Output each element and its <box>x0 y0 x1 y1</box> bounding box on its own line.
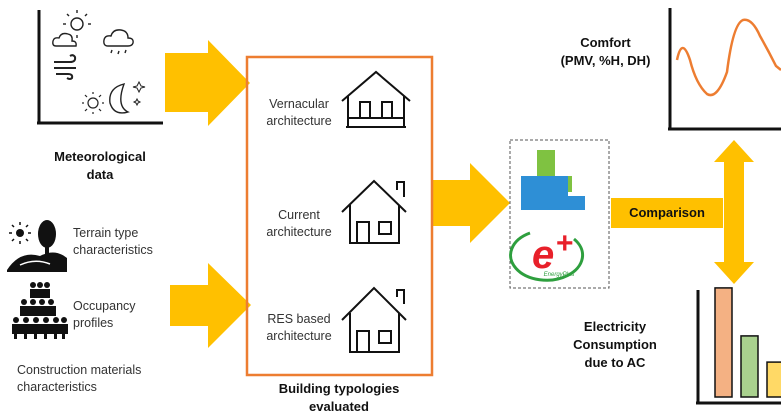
electricity-bar-3 <box>766 361 781 398</box>
comfort-chart-frame <box>668 8 781 131</box>
electricity-bar-1 <box>714 287 733 398</box>
materials-label: Construction materials characteristics <box>17 363 142 394</box>
house-current-icon <box>341 179 407 244</box>
meteorological-frame <box>37 10 163 125</box>
double-arrow-vertical <box>714 140 754 284</box>
energyplus-tag: EnergyPlus <box>543 272 575 278</box>
electricity-bars <box>714 287 781 398</box>
typologies-caption: Building typologies evaluated <box>278 381 400 414</box>
comfort-line <box>675 18 781 97</box>
arrow-inputs-to-typologies <box>170 263 251 348</box>
rain-cloud-icon <box>103 29 134 55</box>
comparison-label: Comparison <box>629 205 705 220</box>
arrow-typologies-to-software <box>432 163 510 243</box>
current-label: Current architecture <box>266 208 332 239</box>
openstudio-logo <box>521 150 585 210</box>
terrain-icon <box>7 220 67 272</box>
vernacular-label: Vernacular architecture <box>266 97 332 128</box>
occupancy-icon <box>12 282 68 339</box>
typologies-box <box>245 55 434 377</box>
moon-stars-icon <box>109 80 146 114</box>
house-res-icon <box>341 286 407 353</box>
arrow-software-to-comparison <box>611 198 723 228</box>
electricity-label: Electricity Consumption due to AC <box>573 319 657 370</box>
house-vernacular-icon <box>341 70 411 128</box>
svg-text:+: + <box>556 227 574 260</box>
occupancy-label: Occupancy profiles <box>73 299 136 330</box>
meteorological-label: Meteorological data <box>54 149 146 182</box>
software-box <box>509 139 610 289</box>
terrain-label: Terrain type characteristics <box>73 226 153 257</box>
sun-icon <box>82 92 104 114</box>
electricity-bar-2 <box>740 335 759 398</box>
sun-cloud-icon <box>52 10 91 47</box>
wind-icon <box>54 54 77 80</box>
comfort-subtitle: (PMV, %H, DH) <box>560 53 651 68</box>
energyplus-logo: e + <box>509 227 585 282</box>
svg-text:e: e <box>532 233 554 277</box>
comfort-title: Comfort <box>580 35 631 50</box>
res-label: RES based architecture <box>266 312 332 343</box>
arrow-meteo-to-typologies <box>165 40 250 126</box>
electricity-chart-frame <box>696 290 781 405</box>
